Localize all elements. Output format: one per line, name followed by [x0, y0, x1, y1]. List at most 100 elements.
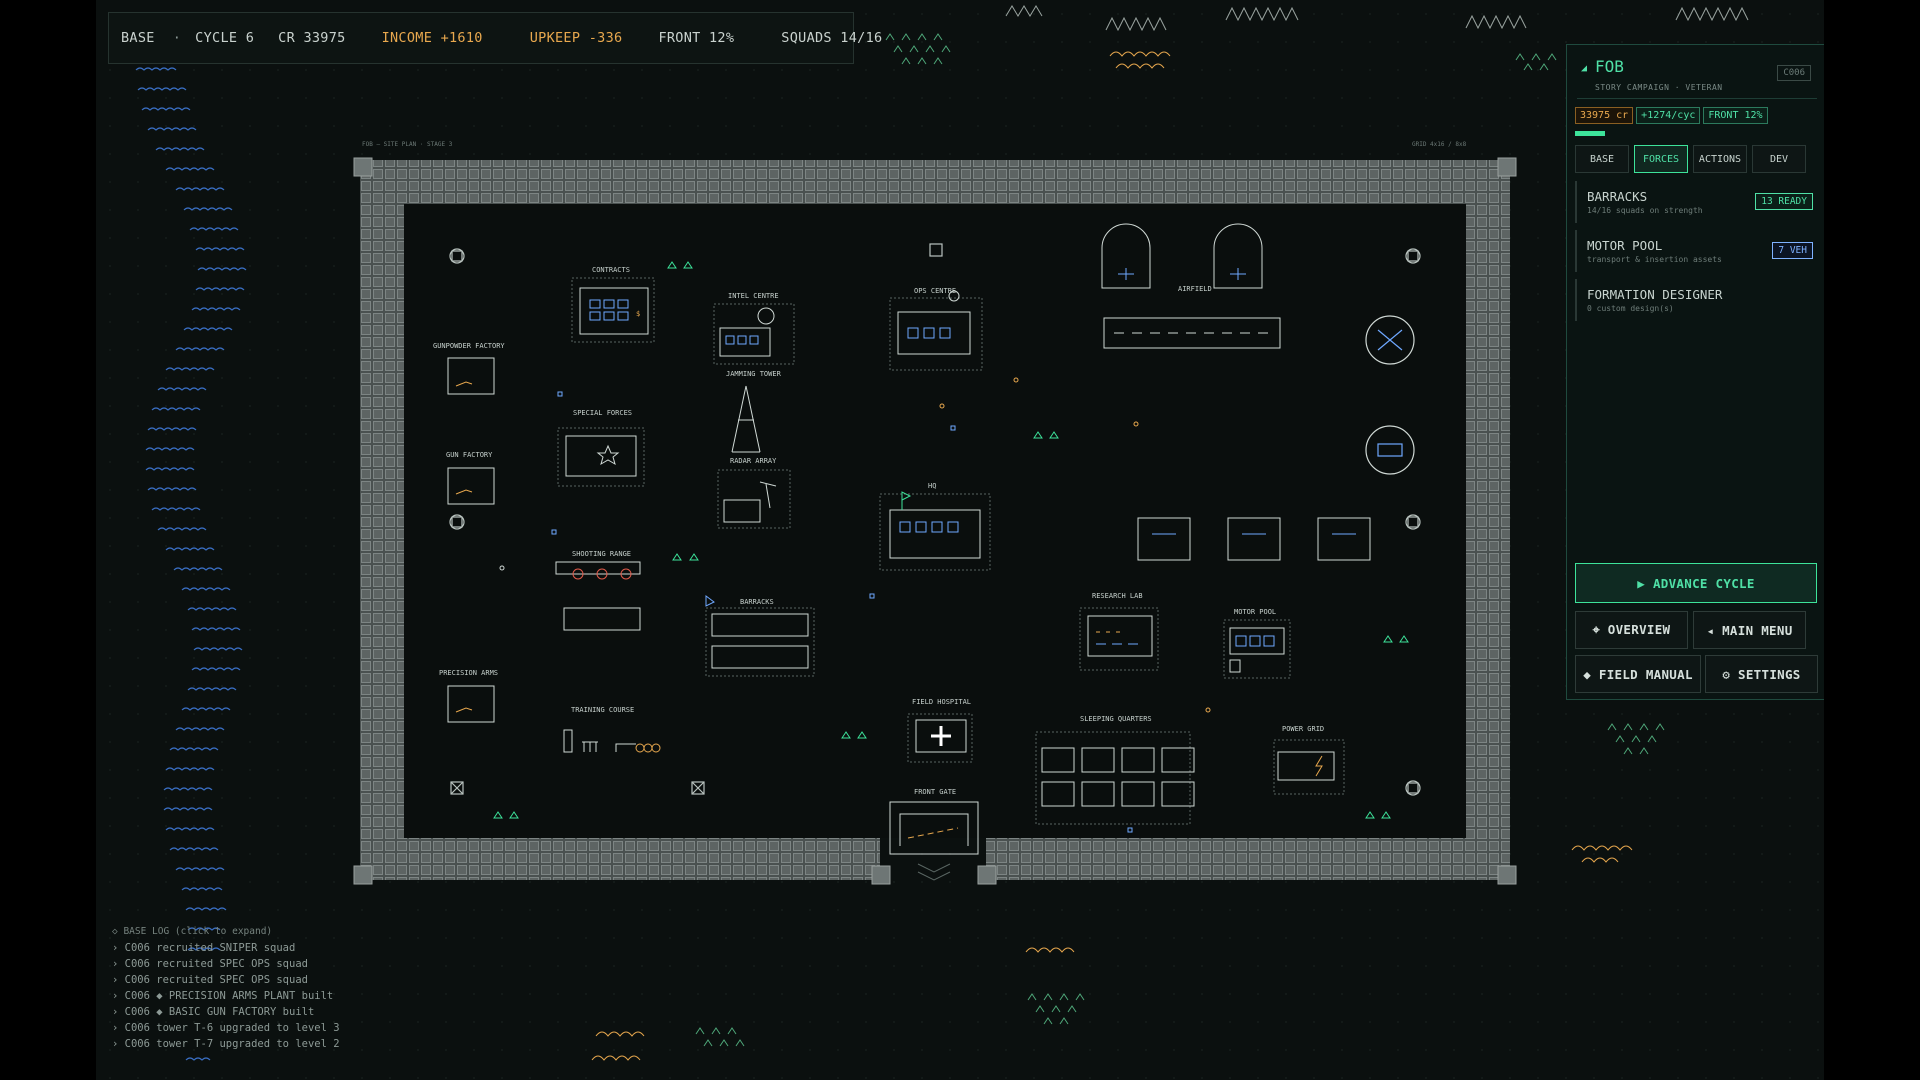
- svg-text:$: $: [636, 310, 640, 318]
- label-sleeping: SLEEPING QUARTERS: [1080, 715, 1152, 723]
- item-name: MOTOR POOL: [1587, 238, 1663, 253]
- resource-bar: BASE · CYCLE 6 CR 33975 INCOME +1610 UPK…: [108, 12, 882, 64]
- tab-forces[interactable]: FORCES: [1634, 145, 1688, 173]
- building-field-hospital[interactable]: [907, 713, 973, 763]
- label-power-grid: POWER GRID: [1282, 725, 1324, 733]
- front-gate[interactable]: [889, 801, 979, 881]
- label-contracts: CONTRACTS: [592, 266, 630, 274]
- separator: ·: [172, 30, 182, 46]
- front-badge: FRONT 12%: [1703, 107, 1768, 124]
- label-hospital: FIELD HOSPITAL: [912, 698, 971, 706]
- tab-base[interactable]: BASE: [1575, 145, 1629, 173]
- defense-towers[interactable]: [449, 243, 1421, 796]
- label-gunpowder: GUNPOWDER FACTORY: [433, 342, 505, 350]
- mode-label: BASE: [121, 30, 155, 46]
- squads-display: SQUADS 14/16: [781, 30, 883, 46]
- building-research-lab[interactable]: [1079, 607, 1159, 671]
- item-desc: 14/16 squads on strength: [1587, 206, 1703, 215]
- log-entry: › C006 tower T-6 upgraded to level 3: [112, 1022, 340, 1034]
- income-badge: +1274/cyc: [1636, 107, 1701, 124]
- label-jamming: JAMMING TOWER: [726, 370, 782, 378]
- panel-subtitle: STORY CAMPAIGN · VETERAN: [1595, 83, 1723, 92]
- credits-display: CR 33975: [278, 30, 346, 46]
- panel-badges: 33975 cr +1274/cyc FRONT 12%: [1575, 107, 1768, 124]
- cycle-counter: CYCLE 6: [195, 30, 255, 46]
- label-precision-arms: PRECISION ARMS: [439, 669, 498, 677]
- item-name: FORMATION DESIGNER: [1587, 287, 1723, 302]
- settings-button[interactable]: ⚙ SETTINGS: [1705, 655, 1818, 693]
- building-motor-pool[interactable]: [1223, 619, 1291, 679]
- log-entry: › C006 recruited SNIPER squad: [112, 942, 296, 954]
- building-gunpowder-factory[interactable]: [447, 357, 495, 395]
- game-viewport[interactable]: FOB — SITE PLAN · STAGE 3 GRID 4x16 / 8x…: [96, 0, 1824, 1080]
- building-shooting-range[interactable]: [555, 561, 641, 631]
- forces-item-barracks[interactable]: BARRACKS 14/16 squads on strength 13 REA…: [1575, 181, 1819, 223]
- flag-icon: ◢: [1581, 63, 1588, 74]
- item-desc: 0 custom design(s): [1587, 304, 1674, 313]
- plan-code: GRID 4x16 / 8x8: [1412, 141, 1467, 148]
- front-display: FRONT 12%: [658, 30, 735, 46]
- base-map[interactable]: FOB — SITE PLAN · STAGE 3 GRID 4x16 / 8x…: [96, 0, 1824, 1080]
- dunes: [591, 51, 1633, 1061]
- building-contracts[interactable]: $: [571, 277, 655, 343]
- panel-header: ◢ FOB STORY CAMPAIGN · VETERAN C006: [1577, 55, 1817, 99]
- river: [135, 67, 247, 1061]
- building-jamming-tower[interactable]: [731, 385, 761, 453]
- forces-item-formation-designer[interactable]: FORMATION DESIGNER 0 custom design(s): [1575, 279, 1819, 321]
- vehicle-pads[interactable]: [1137, 517, 1371, 561]
- campaign-code: C006: [1777, 65, 1811, 81]
- panel-title: FOB: [1595, 57, 1624, 76]
- label-radar: RADAR ARRAY: [730, 457, 777, 465]
- building-gun-factory[interactable]: [447, 467, 495, 505]
- log-entry: › C006 recruited SPEC OPS squad: [112, 958, 308, 970]
- map-markers: [493, 261, 1409, 833]
- ready-badge: 13 READY: [1755, 193, 1813, 210]
- label-airfield: AIRFIELD: [1178, 285, 1212, 293]
- income-display: INCOME +1610: [381, 30, 483, 46]
- upkeep-display: UPKEEP -336: [529, 30, 623, 46]
- building-intel-centre[interactable]: [713, 303, 795, 365]
- label-motor-pool: MOTOR POOL: [1234, 608, 1276, 616]
- item-name: BARRACKS: [1587, 189, 1648, 204]
- base-log-header[interactable]: ◇ BASE LOG (click to expand): [112, 926, 273, 937]
- label-intel: INTEL CENTRE: [728, 292, 779, 300]
- building-training-course[interactable]: [563, 729, 661, 753]
- building-special-forces[interactable]: [557, 427, 645, 487]
- log-entry: › C006 tower T-7 upgraded to level 2: [112, 1038, 340, 1050]
- log-entry: › C006 recruited SPEC OPS squad: [112, 974, 308, 986]
- plan-label: FOB — SITE PLAN · STAGE 3: [362, 141, 453, 148]
- log-entry: › C006 ◆ PRECISION ARMS PLANT built: [112, 990, 334, 1002]
- command-panel: ◢ FOB STORY CAMPAIGN · VETERAN C006 3397…: [1566, 44, 1824, 700]
- panel-tabs: BASE FORCES ACTIONS DEV: [1575, 145, 1806, 173]
- vehicle-badge: 7 VEH: [1772, 242, 1813, 259]
- credits-badge: 33975 cr: [1575, 107, 1634, 124]
- label-shooting-range: SHOOTING RANGE: [572, 550, 631, 558]
- building-ops-centre[interactable]: [889, 290, 983, 371]
- label-research-lab: RESEARCH LAB: [1092, 592, 1143, 600]
- label-gun-factory: GUN FACTORY: [446, 451, 493, 459]
- field-manual-button[interactable]: ◆ FIELD MANUAL: [1575, 655, 1701, 693]
- overview-button[interactable]: ⌖ OVERVIEW: [1575, 611, 1688, 649]
- building-precision-arms[interactable]: [447, 685, 495, 723]
- front-progress-bar: [1575, 131, 1605, 136]
- label-barracks: BARRACKS: [740, 598, 774, 606]
- advance-cycle-button[interactable]: ▶ ADVANCE CYCLE: [1575, 563, 1817, 603]
- tab-actions[interactable]: ACTIONS: [1693, 145, 1747, 173]
- building-power-grid[interactable]: [1273, 739, 1345, 795]
- mountain-ridges: [1005, 5, 1749, 32]
- main-menu-button[interactable]: ◂ MAIN MENU: [1693, 611, 1806, 649]
- label-training: TRAINING COURSE: [571, 706, 634, 714]
- label-special-forces: SPECIAL FORCES: [573, 409, 632, 417]
- forces-item-motor-pool[interactable]: MOTOR POOL transport & insertion assets …: [1575, 230, 1819, 272]
- building-airfield[interactable]: [1101, 223, 1281, 349]
- tab-dev[interactable]: DEV: [1752, 145, 1806, 173]
- label-ops: OPS CENTRE: [914, 287, 956, 295]
- building-radar-array[interactable]: [717, 469, 791, 529]
- base-log[interactable]: ◇ BASE LOG (click to expand) › C006 recr…: [112, 924, 340, 1052]
- building-hq[interactable]: [879, 491, 991, 571]
- item-desc: transport & insertion assets: [1587, 255, 1722, 264]
- building-sleeping-quarters[interactable]: [1035, 731, 1195, 825]
- perimeter-wall: [353, 157, 1517, 885]
- air-defense-sites[interactable]: [1365, 315, 1415, 475]
- building-barracks[interactable]: [705, 595, 815, 677]
